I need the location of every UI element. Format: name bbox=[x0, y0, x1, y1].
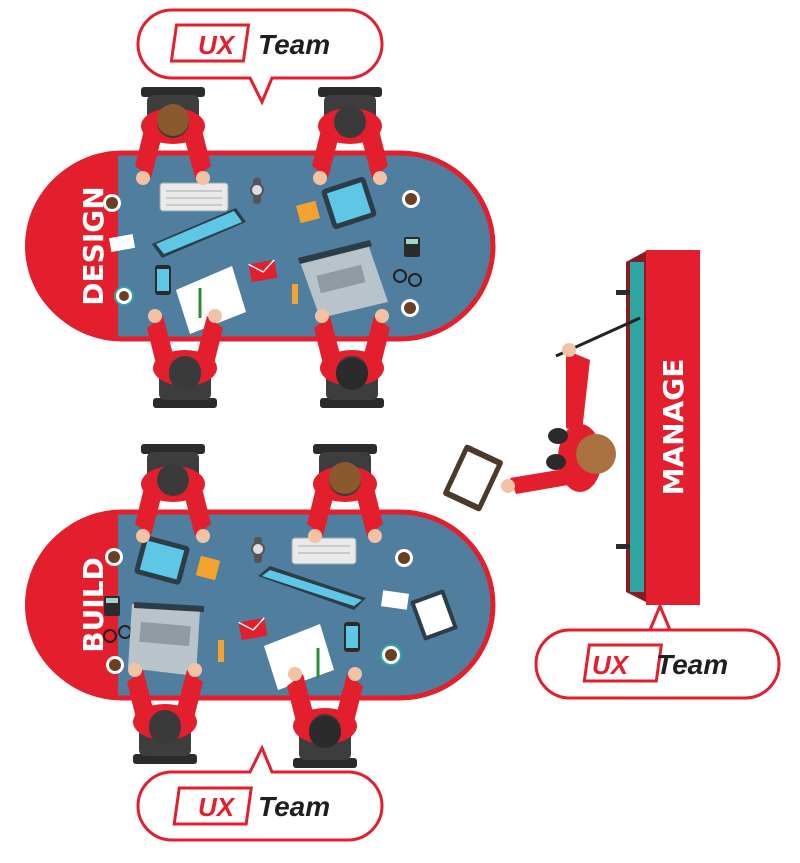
paper-icon bbox=[264, 624, 334, 690]
paper-icon bbox=[195, 555, 221, 581]
watch-icon bbox=[251, 537, 265, 563]
ux-logo-frame bbox=[172, 786, 253, 826]
keyboard-icon bbox=[159, 182, 229, 212]
team-label: Team bbox=[258, 29, 330, 60]
coffee-cup-icon bbox=[103, 190, 420, 317]
speech-bubble-bottom: UX Team bbox=[136, 744, 384, 842]
clipboard-icon bbox=[410, 589, 458, 641]
phone-icon bbox=[344, 622, 360, 652]
speech-bubble-top: UX Team bbox=[136, 8, 384, 106]
paper-icon bbox=[176, 266, 246, 334]
ux-logo: UX bbox=[198, 30, 236, 60]
design-table: DESIGN bbox=[25, 87, 496, 408]
presenter bbox=[443, 316, 641, 512]
envelope-icon bbox=[238, 617, 268, 641]
manage-board: MANAGE bbox=[616, 250, 700, 605]
ux-logo: UX bbox=[592, 650, 630, 680]
ux-logo-frame bbox=[582, 643, 664, 683]
pen-icon bbox=[218, 640, 224, 662]
pen-icon bbox=[292, 284, 298, 304]
coffee-cup-icon bbox=[105, 548, 413, 674]
speech-bubble-right: UX Team bbox=[534, 602, 781, 700]
build-table: BUILD bbox=[25, 444, 496, 768]
calculator-icon bbox=[104, 596, 120, 616]
tablet-icon bbox=[321, 176, 377, 230]
envelope-icon bbox=[248, 259, 278, 283]
glasses-icon bbox=[393, 269, 422, 287]
monitor-icon bbox=[258, 566, 366, 610]
tablet-icon bbox=[134, 535, 190, 585]
paper-icon bbox=[296, 200, 320, 224]
laptop-icon bbox=[128, 602, 204, 676]
manage-label: MANAGE bbox=[657, 359, 690, 496]
clipboard-icon bbox=[443, 444, 503, 512]
paper-icon bbox=[108, 234, 136, 252]
team-label: Team bbox=[258, 791, 330, 822]
keyboard-icon bbox=[291, 537, 357, 565]
ux-logo-frame bbox=[169, 23, 251, 63]
calculator-icon bbox=[404, 237, 420, 257]
watch-icon bbox=[250, 178, 264, 204]
monitor-icon bbox=[152, 208, 246, 258]
ux-logo: UX bbox=[198, 792, 236, 822]
team-label: Team bbox=[656, 649, 728, 680]
phone-icon bbox=[155, 265, 171, 295]
paper-icon bbox=[381, 590, 409, 610]
laptop-icon bbox=[298, 240, 388, 318]
